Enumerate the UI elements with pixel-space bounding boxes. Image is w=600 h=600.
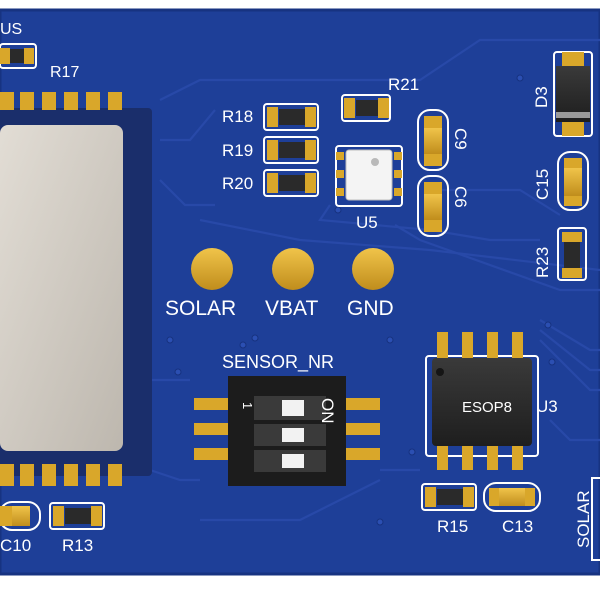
capacitor-c6 bbox=[417, 175, 449, 237]
label-c13: C13 bbox=[502, 517, 533, 536]
pad-gnd bbox=[352, 248, 394, 290]
diode-d3 bbox=[553, 51, 593, 137]
capacitor-c15 bbox=[557, 151, 589, 211]
pad-vbat bbox=[272, 248, 314, 290]
test-pads bbox=[191, 248, 394, 290]
label-c6: C6 bbox=[451, 186, 470, 208]
label-sensor-nr: SENSOR_NR bbox=[222, 352, 334, 373]
resistor-r21 bbox=[341, 94, 391, 122]
resistor-r15 bbox=[421, 483, 477, 511]
module-shield bbox=[0, 125, 123, 451]
label-switch-on: ON bbox=[318, 398, 337, 424]
label-d3: D3 bbox=[532, 86, 551, 108]
label-r17: R17 bbox=[50, 64, 79, 81]
component-us bbox=[0, 43, 37, 69]
resistor-r19 bbox=[263, 136, 319, 164]
label-c10: C10 bbox=[0, 536, 31, 555]
label-r18: R18 bbox=[222, 107, 253, 126]
solar-connector bbox=[591, 477, 600, 561]
resistor-r13 bbox=[49, 502, 105, 530]
label-r20: R20 bbox=[222, 174, 253, 193]
label-r21: R21 bbox=[388, 75, 419, 94]
label-solar-edge: SOLAR bbox=[574, 490, 593, 548]
label-c9: C9 bbox=[451, 128, 470, 150]
label-gnd: GND bbox=[347, 297, 394, 320]
capacitor-c13 bbox=[483, 482, 541, 512]
dip-switch-sensor-nr bbox=[194, 376, 380, 486]
capacitor-c10 bbox=[0, 501, 41, 531]
resistor-r18 bbox=[263, 103, 319, 131]
resistor-r20 bbox=[263, 169, 319, 197]
capacitor-c9 bbox=[417, 109, 449, 171]
label-switch-1: 1 bbox=[240, 402, 255, 409]
sensor-u5 bbox=[335, 145, 403, 207]
label-r13: R13 bbox=[62, 536, 93, 555]
pad-solar bbox=[191, 248, 233, 290]
label-r23: R23 bbox=[533, 247, 552, 278]
resistor-r23 bbox=[557, 227, 587, 281]
ic-u3-esop8 bbox=[425, 332, 539, 470]
label-solar: SOLAR bbox=[165, 297, 236, 320]
label-r19: R19 bbox=[222, 141, 253, 160]
label-c15: C15 bbox=[533, 169, 552, 200]
label-u3: U3 bbox=[536, 397, 558, 416]
label-vbat: VBAT bbox=[265, 297, 318, 320]
vias bbox=[166, 74, 556, 526]
label-u5: U5 bbox=[356, 213, 378, 232]
label-r15: R15 bbox=[437, 517, 468, 536]
rf-module bbox=[0, 92, 152, 486]
label-us: US bbox=[0, 21, 22, 38]
label-esop8: ESOP8 bbox=[462, 399, 512, 416]
